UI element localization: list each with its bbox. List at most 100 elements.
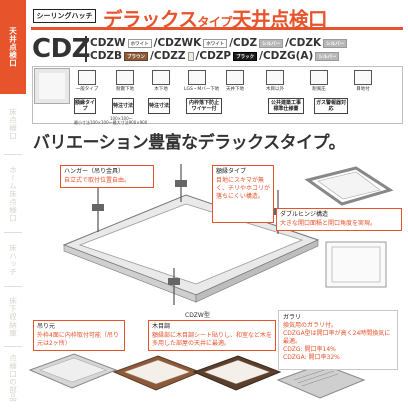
nav-label: 床ハッチ	[8, 244, 18, 276]
callout-body: 目地にスキマが無く、チリやホコリが落ちにくい構造。	[216, 177, 271, 200]
nav-home-floor-hatch[interactable]: ホーム床点検口	[0, 156, 26, 232]
feature-item: 一般タイプ	[74, 70, 100, 92]
nav-label: 床点検口	[8, 108, 18, 140]
color-chip: シルバー	[315, 51, 340, 61]
title-part-c: 天井点検口	[231, 8, 328, 31]
badge-gas-alarm: ガス警報器対応	[314, 98, 348, 114]
badge-wire: 内枠落下防止ワイヤー付	[186, 98, 222, 114]
callout-title: ハンガー（吊り金具）	[64, 168, 125, 175]
model-main: CDZ	[32, 34, 91, 64]
callout-line: CDZG: 開口率14%	[283, 346, 336, 353]
feature-item: 天井下地	[222, 70, 248, 92]
feature-label: 木目以外	[266, 87, 284, 92]
series-tag: シーリングハッチ	[33, 9, 96, 23]
callout-title: ガラリ	[283, 314, 302, 321]
model-code: /CDZK	[285, 37, 322, 49]
badge-public-spec: 公共建築工事標準仕様書	[268, 98, 304, 114]
callout-hanger: ハンガー（吊り金具） 自立式で取付位置自由。	[60, 165, 154, 188]
feature-item: LGS・Mバー下地	[184, 70, 220, 92]
callout-body: 額縁部に木目調シート貼りし、和室など木を多用した部屋の天井に最適。	[152, 332, 273, 347]
nav-floor-hatch[interactable]: 床点検口	[0, 94, 26, 154]
feature-label: 耐震下地	[116, 87, 134, 92]
grain-icon	[266, 70, 284, 85]
lgs-icon	[188, 70, 206, 85]
callout-body: 外枠4面に内枠取付可能（吊り元は2ヶ所）	[37, 332, 119, 347]
nav-divider	[4, 232, 22, 233]
feature-label: 天井下地	[226, 87, 244, 92]
model-code: /CDZZ	[150, 50, 186, 62]
earthquake-icon	[116, 70, 134, 85]
feature-label: 一般タイプ	[75, 87, 99, 92]
feature-label: LGS・Mバー下地	[184, 87, 220, 92]
callout-body: 大きな開口面積と開口角度を実現。	[280, 220, 377, 227]
wind-icon	[310, 70, 328, 85]
callout-title: 額縁タイプ	[216, 168, 247, 175]
callout-line: CDZGA型は開口率が高く24時間換気に最適。	[283, 330, 391, 345]
variation-part-c: 。	[328, 133, 346, 153]
nav-ceiling-hatch[interactable]: 天井点検口	[0, 0, 26, 94]
color-chip: シルバー	[323, 38, 348, 48]
callout-title: 吊り元	[37, 323, 56, 330]
joint-icon	[354, 70, 372, 85]
callout-title: 木目調	[152, 323, 171, 330]
ceiling-icon	[226, 70, 244, 85]
model-code: /CDZWK	[153, 37, 202, 49]
title-part-a: デラックス	[103, 8, 198, 31]
color-chip: ホワイト	[203, 38, 228, 48]
variation-part-a: バリエーション豊富な	[33, 133, 198, 153]
feature-item: 木下地	[148, 70, 174, 92]
model-code: /CDZG(A)	[259, 50, 314, 62]
size-range-note: 最小寸法100×100〜最大寸法900×900	[74, 120, 148, 125]
variation-part-b: デラックスタイプ	[197, 133, 329, 153]
feature-label: 耐風圧	[312, 87, 326, 92]
side-navigation: 天井点検口 床点検口 ホーム床点検口 床ハッチ 床下収納庫 点検口の部品	[0, 0, 26, 408]
nav-label: 床下収納庫	[8, 297, 18, 337]
feature-item: 耐震下地	[112, 70, 138, 92]
callout-mokume: 木目調 額縁部に木目調シート貼りし、和室など木を多用した部屋の天井に最適。	[148, 320, 276, 351]
nav-label: ホーム床点検口	[8, 166, 18, 222]
variation-heading: バリエーション豊富なデラックスタイプ。	[33, 128, 346, 153]
size-note: 100×100〜	[110, 116, 133, 121]
callout-body: 自立式で取付位置自由。	[64, 177, 131, 184]
color-chip: シルバー	[259, 38, 284, 48]
double-hinge-detail	[325, 241, 387, 288]
color-chip: ホワイト	[127, 38, 152, 48]
feature-label: 目地付	[356, 87, 370, 92]
feature-item: 目地付	[350, 70, 376, 92]
color-chip: ブラック	[233, 51, 258, 61]
badge-custom-size: 特注寸法	[148, 98, 170, 114]
nav-divider	[4, 346, 22, 347]
callout-title: ダブルヒンジ構造	[280, 211, 329, 218]
feature-label: 木下地	[154, 87, 168, 92]
color-chip: ブラウン	[124, 51, 149, 61]
page-title: デラックスタイプ天井点検口	[103, 3, 327, 32]
callout-line: CDZGA: 開口率32%	[283, 354, 340, 361]
badge-custom-size: 特注寸法	[112, 98, 134, 114]
nav-underfloor-storage[interactable]: 床下収納庫	[0, 288, 26, 346]
product-model-label: CDZW型	[185, 312, 210, 319]
callout-glass: ガラリ 換気用のガラリ付。 CDZGA型は開口率が高く24時間換気に最適。 CD…	[278, 310, 398, 370]
variant-wood-frame	[112, 355, 202, 391]
frame-sample-image	[34, 68, 70, 104]
feature-item: 耐風圧	[306, 70, 332, 92]
detail-gakubuchi-frame	[304, 166, 394, 206]
model-code: CDZW	[90, 37, 126, 49]
title-underline	[31, 27, 403, 30]
nav-floor-door[interactable]: 床ハッチ	[0, 234, 26, 286]
variant-white-frame	[28, 353, 118, 389]
model-code: /CDZ	[229, 37, 258, 49]
callout-double-hinge: ダブルヒンジ構造 大きな開口面積と開口角度を実現。	[276, 208, 402, 231]
model-code: CDZB	[90, 50, 123, 62]
variant-dark-wood-frame	[192, 355, 282, 391]
title-part-b: タイプ	[197, 15, 232, 29]
callout-suriawase: 吊り元 外枠4面に内枠取付可能（吊り元は2ヶ所）	[33, 320, 125, 351]
model-bracket	[85, 36, 87, 62]
nav-parts[interactable]: 点検口の部品	[0, 348, 26, 408]
wood-base-icon	[152, 70, 170, 85]
color-chip	[187, 51, 194, 61]
flush-frame-icon	[78, 70, 96, 85]
callout-gakubuchi: 額縁タイプ 目地にスキマが無く、チリやホコリが落ちにくい構造。	[212, 165, 274, 223]
feature-item: 木目以外	[262, 70, 288, 92]
